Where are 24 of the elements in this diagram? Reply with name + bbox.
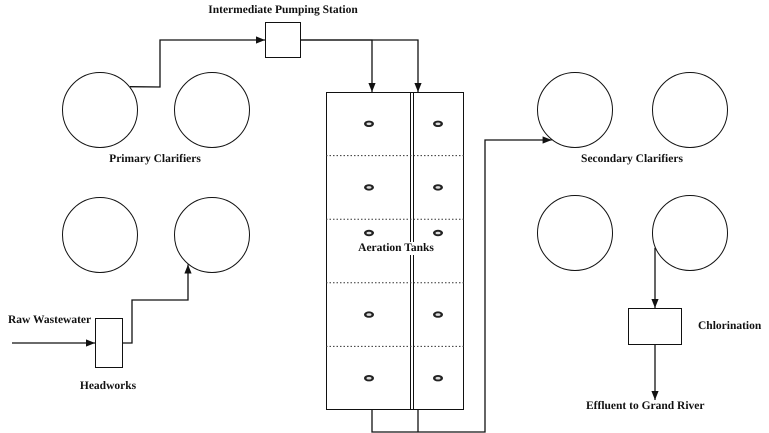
flow-arrow: [301, 39, 422, 92]
flow-label: Raw Wastewater: [8, 314, 92, 327]
area-label: Primary Clarifiers: [109, 153, 201, 166]
flow-arrow: [651, 345, 659, 400]
aeration-tank: [326, 92, 464, 410]
clarifier-circle: [174, 197, 250, 273]
clarifier-circle: [537, 72, 613, 148]
flow-arrow: [371, 136, 552, 433]
clarifier-circle: [62, 72, 138, 148]
clarifier-circle: [174, 72, 250, 148]
node-label: Aeration Tanks: [357, 242, 435, 255]
clarifier-circle: [537, 195, 613, 271]
flow-arrow: [651, 248, 659, 308]
node-label: Intermediate Pumping Station: [208, 4, 358, 17]
flow-arrow: [130, 36, 265, 88]
flow-label: Effluent to Grand River: [586, 400, 705, 413]
clarifier-circle: [652, 72, 728, 148]
node-label: Headworks: [80, 380, 136, 393]
node-label: Chlorination: [698, 320, 762, 333]
flow-arrow: [12, 339, 95, 347]
area-label: Secondary Clarifiers: [581, 153, 683, 166]
clarifier-circle: [62, 197, 138, 273]
clarifier-circle: [652, 195, 728, 271]
flow-arrow: [123, 264, 192, 344]
